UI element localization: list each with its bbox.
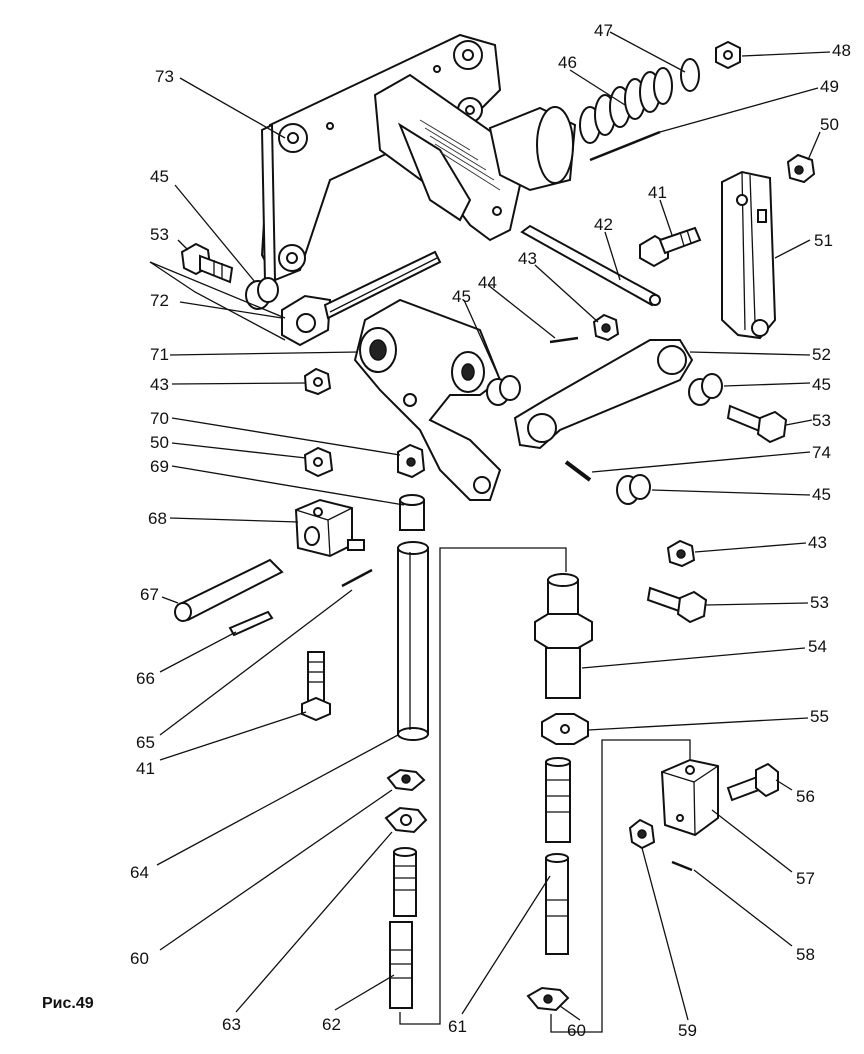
label-51: 51 <box>814 231 833 250</box>
label-62: 62 <box>322 1015 341 1034</box>
nut-55 <box>541 713 589 745</box>
bolt-53-top <box>180 242 234 284</box>
label-42: 42 <box>594 215 613 234</box>
bolt-41-left <box>301 651 331 722</box>
cotter-pin-58 <box>671 860 693 872</box>
pin-42 <box>520 224 661 307</box>
bushing-45-center <box>486 375 521 406</box>
cotter-pin-49 <box>589 130 661 162</box>
label-47: 47 <box>594 21 613 40</box>
bell-crank-71 <box>353 298 502 501</box>
label-63: 63 <box>222 1015 241 1034</box>
tube-64 <box>397 541 429 741</box>
label-45-c: 45 <box>812 375 831 394</box>
label-53-b: 53 <box>812 411 831 430</box>
bolt-56 <box>726 762 779 802</box>
threaded-rod-61 <box>545 757 571 955</box>
label-52: 52 <box>812 345 831 364</box>
castle-nut-43-lower <box>666 539 696 568</box>
castle-nut-43-left <box>303 367 332 396</box>
figure-caption: Рис.49 <box>42 995 94 1012</box>
label-72: 72 <box>150 291 169 310</box>
label-59: 59 <box>678 1021 697 1040</box>
label-41-b: 41 <box>136 759 155 778</box>
label-61: 61 <box>448 1017 467 1036</box>
label-41-top: 41 <box>648 183 667 202</box>
label-57: 57 <box>796 869 815 888</box>
lever-51 <box>721 170 777 340</box>
nut-48 <box>715 40 741 70</box>
label-45-b: 45 <box>452 287 471 306</box>
label-65: 65 <box>136 733 155 752</box>
label-43-b: 43 <box>150 375 169 394</box>
nut-60-lower <box>526 986 570 1012</box>
bolt-53-right <box>726 404 788 444</box>
link-rod-72 <box>281 250 442 347</box>
castle-nut-43-top <box>592 313 620 342</box>
key-66 <box>228 610 274 637</box>
label-73: 73 <box>155 67 174 86</box>
label-49: 49 <box>820 77 839 96</box>
label-45-a: 45 <box>150 167 169 186</box>
nut-60-upper <box>386 768 426 792</box>
castle-nut-50 <box>786 153 816 184</box>
turnbuckle-54 <box>534 573 593 699</box>
cotter-pin-44 <box>549 336 579 344</box>
spring-46 <box>579 67 673 144</box>
label-53-a: 53 <box>150 225 169 244</box>
label-46: 46 <box>558 53 577 72</box>
castle-nut-59 <box>628 818 656 850</box>
bushing-45-right <box>688 373 723 406</box>
nut-63 <box>384 806 428 834</box>
castle-nut-70 <box>397 443 426 479</box>
label-43-c: 43 <box>808 533 827 552</box>
link-52 <box>513 339 694 450</box>
label-64: 64 <box>130 863 149 882</box>
label-43-a: 43 <box>518 249 537 268</box>
label-48: 48 <box>832 41 851 60</box>
part-labels: 73 47 48 46 49 50 45 41 42 51 53 43 44 4… <box>130 21 851 1040</box>
leader-lines <box>149 31 831 1021</box>
label-44: 44 <box>478 273 497 292</box>
label-50-top: 50 <box>820 115 839 134</box>
label-55: 55 <box>810 707 829 726</box>
label-68: 68 <box>148 509 167 528</box>
label-69: 69 <box>150 457 169 476</box>
washer-47 <box>680 58 700 92</box>
cotter-pin-65 <box>341 568 373 588</box>
label-54: 54 <box>808 637 827 656</box>
label-60-b: 60 <box>567 1021 586 1040</box>
label-53-c: 53 <box>810 593 829 612</box>
label-71: 71 <box>150 345 169 364</box>
pin-74 <box>564 460 592 482</box>
bushing-45-lower <box>616 474 651 505</box>
bushing-69 <box>399 494 425 531</box>
label-58: 58 <box>796 945 815 964</box>
label-74: 74 <box>812 443 831 462</box>
bracket-plate-73 <box>260 33 577 284</box>
label-60-a: 60 <box>130 949 149 968</box>
label-67: 67 <box>140 585 159 604</box>
castle-nut-50-left <box>303 446 334 478</box>
bolt-53-lower <box>646 586 708 624</box>
label-56: 56 <box>796 787 815 806</box>
clamp-57 <box>660 758 719 837</box>
label-45-d: 45 <box>812 485 831 504</box>
bushing-45-left <box>245 277 279 310</box>
bolt-41 <box>639 226 702 268</box>
clamp-block-68 <box>294 498 365 558</box>
assembly-bracket-left <box>399 547 567 1025</box>
assembly-bracket-right <box>550 739 691 1033</box>
threaded-rod-62 <box>389 847 417 1009</box>
label-50-b: 50 <box>150 433 169 452</box>
label-66: 66 <box>136 669 155 688</box>
pin-67 <box>174 558 284 622</box>
label-70: 70 <box>150 409 169 428</box>
